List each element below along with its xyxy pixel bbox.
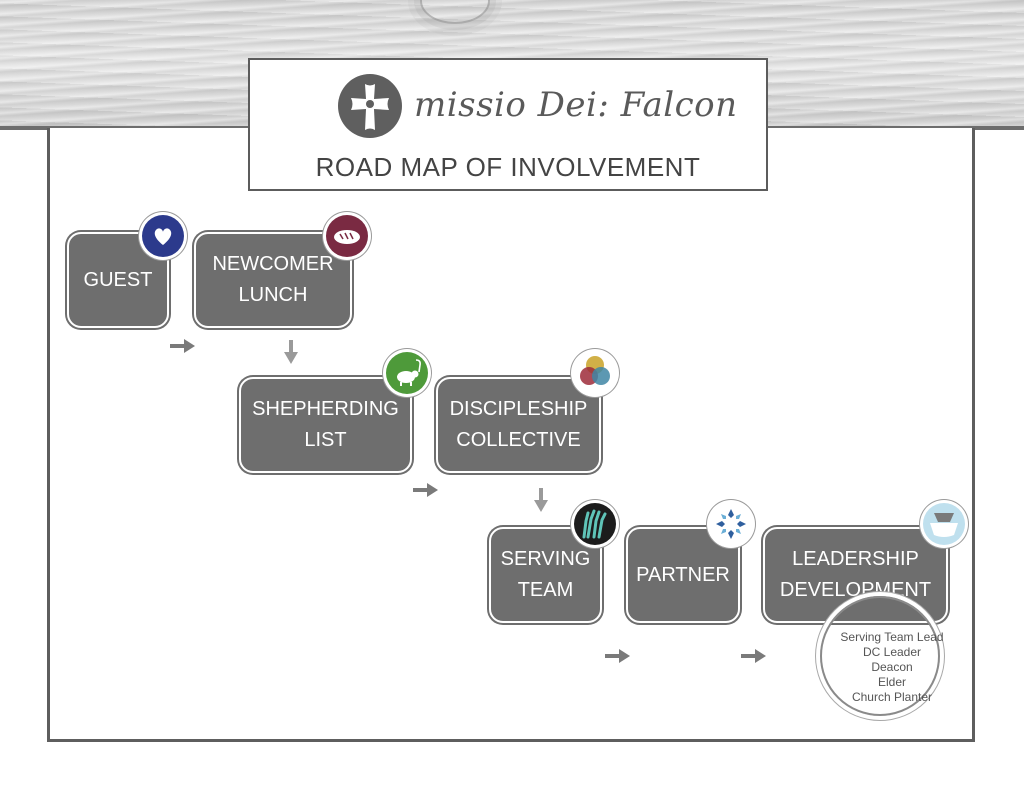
sheep-icon [383,349,431,397]
step-label: PARTNER [636,563,730,586]
leadership-roles-list: Serving Team Lead DC Leader Deacon Elder… [812,630,972,705]
basin-towel-icon [920,500,968,548]
step-label: GUEST [83,268,153,291]
step-label: LEADERSHIP DEVELOPMENT [779,548,932,601]
arrow-down-icon [284,340,298,364]
step-label: SHEPHERDING LIST [252,398,399,451]
arrow-right-icon [605,649,630,663]
role-item: DC Leader [862,645,922,659]
step-shepherding-list: SHEPHERDING LIST [239,377,412,473]
leadership-roles-circle [820,596,940,716]
role-item: Serving Team Lead [840,630,944,644]
raised-hands-icon [571,500,619,548]
title-box: missio Dei: Falcon ROAD MAP OF INVOLVEME… [248,58,768,191]
step-label: DISCIPLESHIP COLLECTIVE [449,398,588,451]
step-guest: GUEST [67,232,169,328]
cross-logo-icon [338,74,402,138]
wood-knot [420,0,490,24]
role-item: Deacon [871,660,913,674]
step-label: SERVING TEAM [500,548,591,601]
arrow-right-icon [413,483,438,497]
arrow-right-icon [170,339,195,353]
step-label: NEWCOMER LUNCH [212,253,334,306]
step-discipleship-collective: DISCIPLESHIP COLLECTIVE [436,377,601,473]
arrow-down-icon [534,488,548,512]
page-title: ROAD MAP OF INVOLVEMENT [315,152,701,182]
venn-circles-icon [571,349,619,397]
role-item: Elder [877,675,906,689]
bread-icon [323,212,371,260]
arrow-right-icon [741,649,766,663]
role-item: Church Planter [851,690,933,704]
brand-name: missio Dei: Falcon [414,85,738,125]
step-leadership-development: LEADERSHIP DEVELOPMENT [763,527,948,623]
snowflake-icon [707,500,755,548]
heart-icon [139,212,187,260]
